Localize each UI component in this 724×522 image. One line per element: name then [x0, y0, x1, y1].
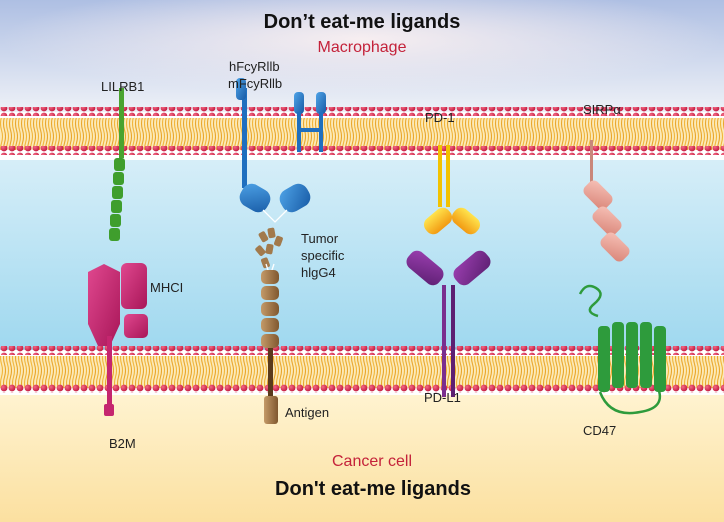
tumor-label-line2: specific — [301, 248, 345, 263]
fcyriib-receptor — [236, 78, 326, 223]
macrophage-label: Macrophage — [318, 39, 407, 56]
pdl1-ligand — [406, 250, 491, 397]
mhci-label: MHCI — [150, 280, 183, 295]
antibody-antigen-complex — [255, 227, 283, 424]
bottom-title: Don't eat-me ligands — [275, 478, 471, 500]
antigen-label: Antigen — [285, 405, 329, 420]
mfcyriib-label: mFcyRllb — [228, 76, 282, 91]
lilrb1-receptor — [109, 88, 125, 241]
hfcyriib-label: hFcyRllb — [229, 59, 280, 74]
sirpa-label: SIRPα — [583, 102, 621, 117]
cd47-label: CD47 — [583, 423, 616, 438]
pd1-receptor — [423, 145, 481, 235]
cd47-protein — [578, 284, 666, 415]
tumor-label-line1: Tumor — [301, 231, 339, 246]
cancer-cell-background — [0, 395, 724, 522]
pd1-label: PD-1 — [425, 110, 455, 125]
sirpa-receptor — [583, 140, 630, 262]
pdl1-label: PD-L1 — [424, 390, 461, 405]
tumor-label-line3: hlgG4 — [301, 265, 336, 280]
lilrb1-label: LILRB1 — [101, 79, 144, 94]
b2m-label: B2M — [109, 436, 136, 451]
cancer-cell-label: Cancer cell — [332, 453, 412, 470]
mhci-complex — [88, 263, 148, 416]
top-title: Don’t eat-me ligands — [264, 11, 461, 33]
